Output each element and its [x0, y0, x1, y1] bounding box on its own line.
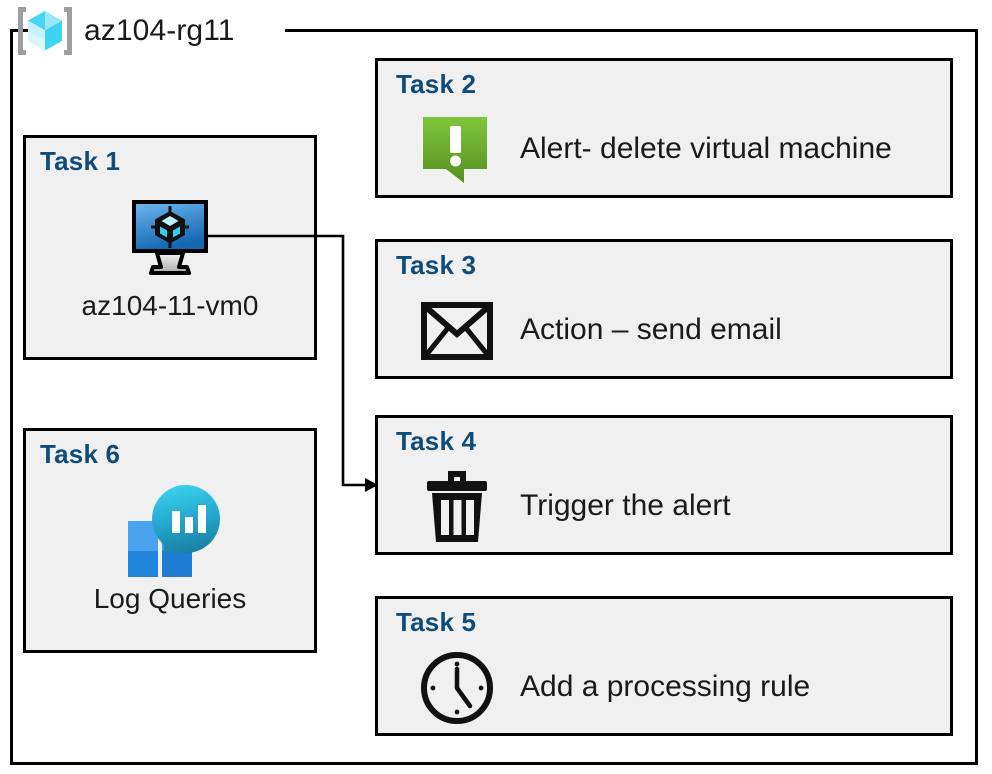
log-analytics-icon: [26, 485, 314, 577]
task-3-card[interactable]: Task 3 Action – send email: [375, 239, 953, 379]
task-4-card[interactable]: Task 4 Trigger: [375, 415, 953, 555]
task-1-card[interactable]: Task 1: [23, 135, 317, 360]
task-5-text: Add a processing rule: [520, 670, 811, 703]
trash-can-icon: [418, 468, 496, 546]
alert-callout-icon: [418, 111, 496, 189]
task-5-card[interactable]: Task 5 Add a processing rule: [375, 596, 953, 736]
resource-group-frame-top-right: [285, 29, 978, 32]
task-3-label: Task 3: [396, 250, 477, 280]
envelope-icon: [418, 292, 496, 370]
task-2-content: Alert- delete virtual machine: [418, 109, 892, 191]
task-1-caption: az104-11-vm0: [81, 290, 259, 321]
azure-resource-group-icon: [14, 3, 76, 59]
resource-group-header: az104-rg11: [14, 2, 235, 60]
task-6-label: Task 6: [40, 439, 121, 469]
task-3-text: Action – send email: [520, 313, 782, 346]
task-2-label: Task 2: [396, 69, 477, 99]
task-3-content: Action – send email: [418, 290, 782, 372]
task-1-label: Task 1: [40, 146, 121, 176]
task-2-text: Alert- delete virtual machine: [520, 132, 892, 165]
task-5-content: Add a processing rule: [418, 647, 810, 729]
task-4-content: Trigger the alert: [418, 466, 731, 548]
resource-group-name: az104-rg11: [84, 14, 235, 47]
clock-icon: [418, 649, 496, 727]
task-6-caption: Log Queries: [93, 583, 247, 614]
task-2-card[interactable]: Task 2 Alert- delete virtual machine: [375, 58, 953, 198]
task-6-card[interactable]: Task 6: [23, 428, 317, 653]
task-4-text: Trigger the alert: [520, 489, 731, 522]
virtual-machine-icon: [26, 195, 314, 281]
task-4-label: Task 4: [396, 426, 477, 456]
task-5-label: Task 5: [396, 607, 477, 637]
